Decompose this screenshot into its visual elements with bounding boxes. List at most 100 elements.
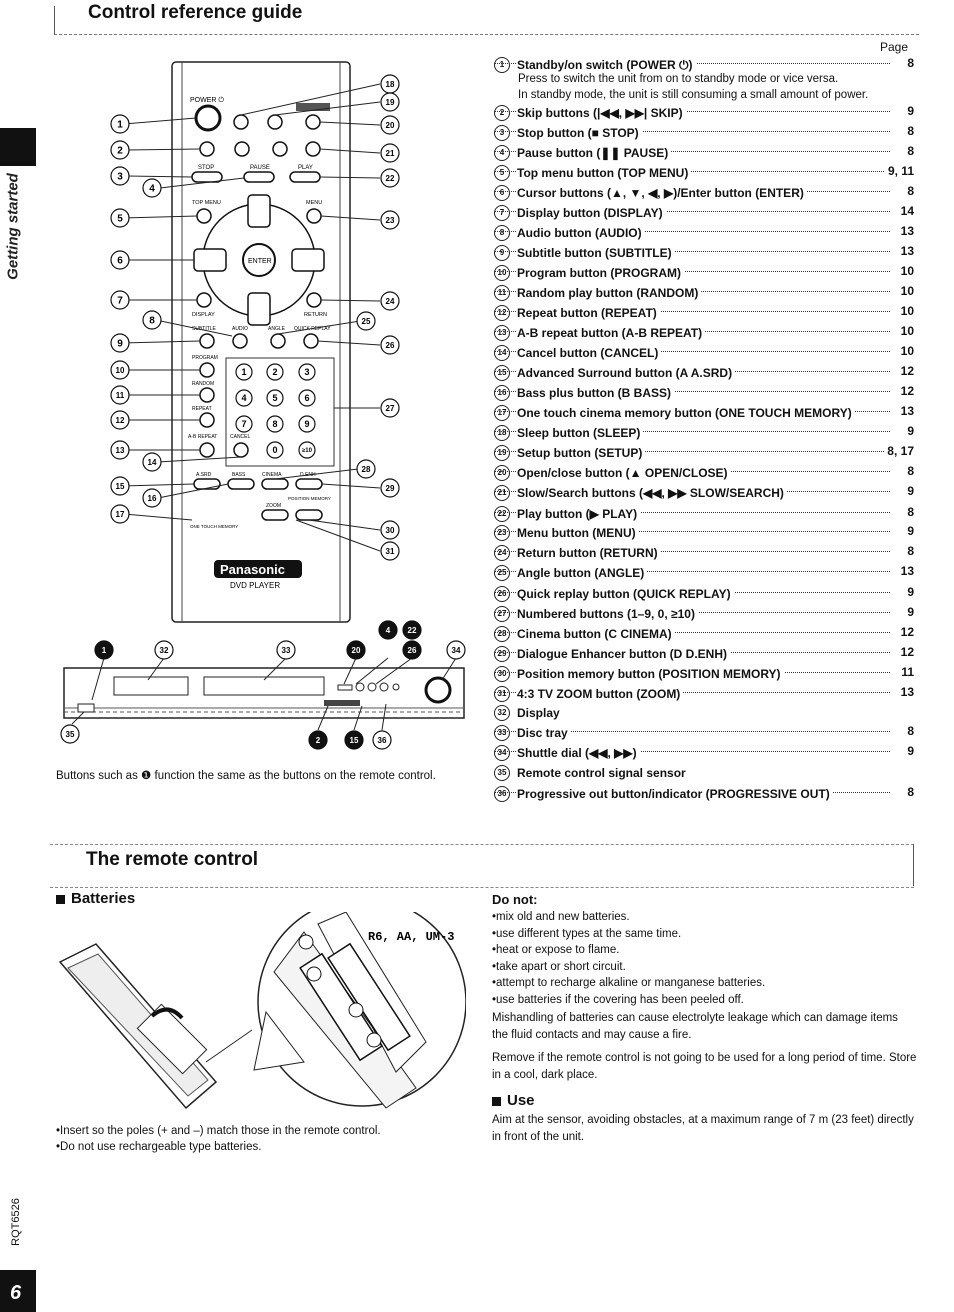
asrd-label: A.SRD [196,472,212,478]
item-page: 8 [904,57,914,70]
item-number-badge: 13 [494,325,510,341]
bass-label: BASS [232,472,246,478]
item-label: Quick replay button (QUICK REPLAY) [517,586,734,601]
item-page: 9 [904,425,914,438]
callout-number: 7 [117,296,123,307]
battery-note-1-text: Insert so the poles (+ and –) match thos… [60,1125,381,1137]
item-page: 10 [897,325,914,338]
page-title: Control reference guide [88,2,303,23]
leader-dots [494,151,890,152]
item-label: Slow/Search buttons (◀◀, ▶▶ SLOW/SEARCH) [517,485,787,500]
callout-number-circle [142,452,162,472]
item-number-badge: 9 [494,245,510,261]
item-label: Cursor buttons (▲, ▼, ◀, ▶)/Enter button… [517,185,807,200]
item-label: Open/close button (▲ OPEN/CLOSE) [517,465,731,480]
callout-number: 12 [116,416,125,425]
cursor-right [291,248,325,272]
callout-number-circle [380,143,400,163]
item-label: Pause button (❚❚ PAUSE) [517,145,672,160]
item-number-badge: 3 [494,125,510,141]
callout-number-circle [380,335,400,355]
item-page: 8 [904,185,914,198]
callout-number: 8 [149,316,155,327]
callout-number-circle [110,476,130,496]
item-number-badge: 12 [494,305,510,321]
skip-fwd-button [234,141,250,157]
power-button [194,104,222,132]
angle-label: ANGLE [268,326,286,332]
callout-number: 3 [117,172,123,183]
item-label: Advanced Surround button (A A.SRD) [517,365,736,380]
cursor-down [247,292,271,326]
cancel-label: CANCEL [230,434,251,440]
item-page: 14 [897,205,914,218]
callout-number-circle [110,385,130,405]
callout-number: 5 [117,214,123,225]
callout-number: 24 [386,297,395,306]
setup-button [267,114,283,130]
callout-number: 14 [148,458,157,467]
number-button-circle [266,415,284,433]
callout-number-circle [142,488,162,508]
number-button: ≥10 [302,448,313,454]
item-number-badge: 8 [494,225,510,241]
item-label: Numbered buttons (1–9, 0, ≥10) [517,606,698,621]
item-label: A-B repeat button (A-B REPEAT) [517,325,706,340]
menu-label: MENU [306,200,322,206]
item-number-badge: 5 [494,165,510,181]
item-page: 9 [904,745,914,758]
item-label: Shuttle dial (◀◀, ▶▶) [517,745,640,760]
item-label: Menu button (MENU) [517,525,639,540]
item-page: 10 [897,265,914,278]
item-page: 10 [897,345,914,358]
unit-callout-number-circle [402,640,422,660]
item-number-badge: 30 [494,666,510,682]
item-note: Press to switch the unit from on to stan… [518,73,839,85]
item-label: Repeat button (REPEAT) [517,305,660,320]
number-button-circle [298,415,316,433]
battery-note-2: •Do not use rechargeable type batteries. [56,1141,262,1153]
callout-number: 31 [386,547,395,556]
item-label: Position memory button (POSITION MEMORY) [517,666,784,681]
callout-number: 1 [117,120,123,131]
callout-number: 16 [148,494,157,503]
item-number-badge: 26 [494,586,510,602]
repeat-button [199,412,215,428]
number-button-circle [266,363,284,381]
callout-number: 13 [116,446,125,455]
item-number-badge: 25 [494,565,510,581]
item-page: 9 [904,606,914,619]
callout-number-circle [356,459,376,479]
remote-section-title: The remote control [86,849,259,870]
one-touch-memory-label: ONE TOUCH MEMORY [190,524,238,529]
callout-number: 20 [386,121,395,130]
item-label: Display [517,705,563,720]
square-bullet [492,1096,501,1106]
callout-number-circle [380,92,400,112]
item-label: Progressive out button/indicator (PROGRE… [517,786,833,801]
unit-display [113,676,189,696]
do-not-item: •use batteries if the covering has been … [492,993,744,1006]
unit-callout-number: 15 [350,736,359,745]
unit-callout-number: 34 [452,646,461,655]
item-page: 12 [897,385,914,398]
callout-number-circle [380,398,400,418]
do-not-item-text: attempt to recharge alkaline or manganes… [496,977,766,989]
menu-button [306,208,322,224]
item-page: 13 [897,405,914,418]
item-label: Setup button (SETUP) [517,445,646,460]
number-button: 7 [241,419,246,429]
unit-callout-number-circle [402,620,422,640]
callout-number-circle [110,504,130,524]
enter-label: ENTER [248,258,272,265]
item-number-badge: 10 [494,265,510,281]
subtitle-label: SUBTITLE [192,326,217,332]
pause-button [243,171,275,183]
item-page: 10 [897,285,914,298]
